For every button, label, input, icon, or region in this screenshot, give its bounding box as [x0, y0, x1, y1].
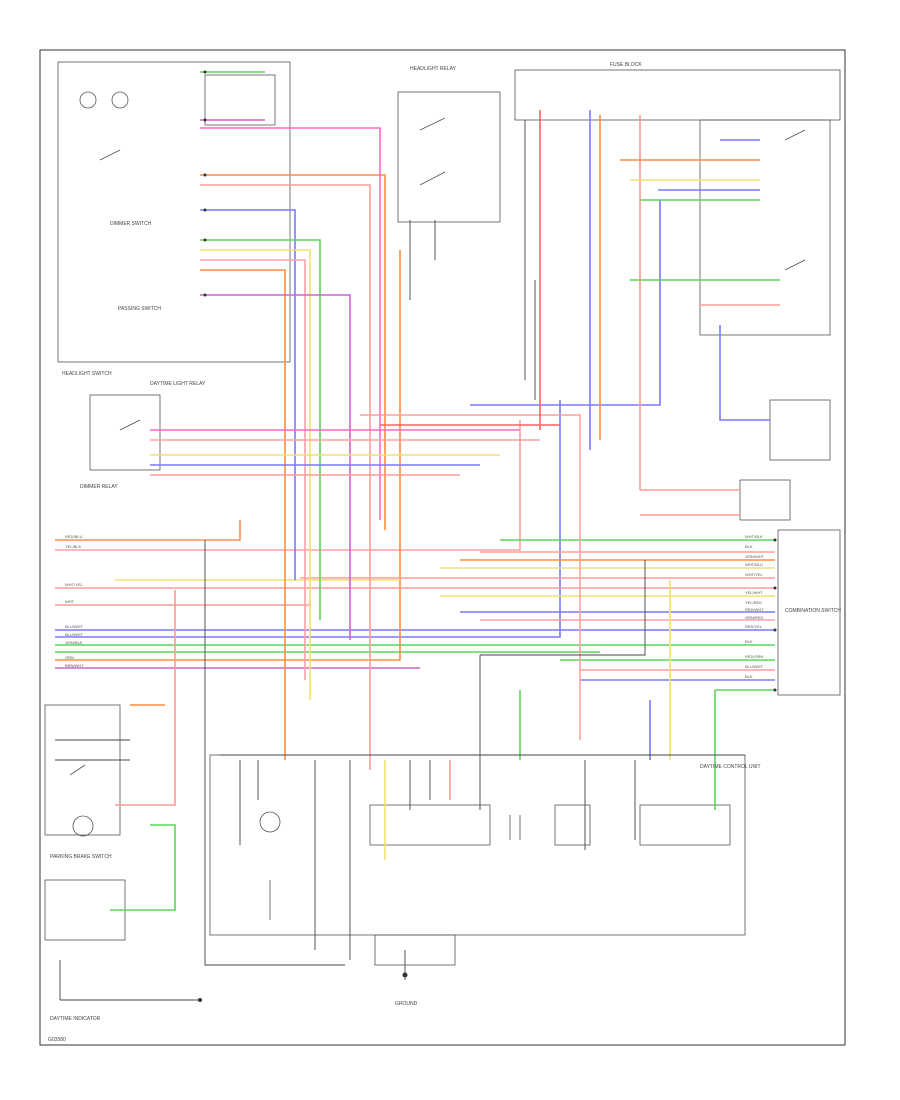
label-ground: GROUND [395, 1001, 418, 1007]
connector-dots [198, 70, 777, 1002]
svg-text:WHT/YEL: WHT/YEL [745, 572, 764, 577]
wires [55, 71, 780, 911]
svg-text:BLU/WHT: BLU/WHT [745, 664, 764, 669]
svg-text:YEL/WHT: YEL/WHT [745, 590, 763, 595]
black-circuit-lines [55, 120, 745, 1001]
svg-text:WHT/BLU: WHT/BLU [745, 562, 763, 567]
diagram-border [39, 49, 846, 1046]
svg-text:BLK: BLK [745, 639, 753, 644]
right-wire-labels: WHT/BLK BLK GRN/WHT WHT/BLU WHT/YEL YEL/… [745, 534, 765, 679]
svg-text:WHT/YEL: WHT/YEL [65, 582, 84, 587]
svg-text:WHT: WHT [65, 599, 75, 604]
label-headlight-switch: HEADLIGHT SWITCH [62, 371, 112, 377]
svg-text:BLK: BLK [745, 544, 753, 549]
svg-text:GRN/RED: GRN/RED [745, 615, 764, 620]
label-fuse-block: FUSE BLOCK [610, 62, 642, 68]
svg-text:BLU/WHT: BLU/WHT [65, 632, 84, 637]
svg-text:RED/BLU: RED/BLU [65, 534, 82, 539]
svg-text:GRN/BLK: GRN/BLK [65, 640, 83, 645]
label-daytime-indicator: DAYTIME INDICATOR [50, 1016, 101, 1022]
svg-text:RED/GRN: RED/GRN [745, 654, 764, 659]
label-daytime-control-unit: DAYTIME CONTROL UNIT [700, 764, 761, 770]
svg-text:BLK: BLK [745, 674, 753, 679]
svg-text:GRN/WHT: GRN/WHT [745, 554, 765, 559]
footer-code: G03580 [48, 1037, 66, 1043]
label-dimmer-switch: DIMMER SWITCH [110, 221, 152, 227]
svg-text:YEL/BLK: YEL/BLK [65, 544, 82, 549]
svg-text:RED/WHT: RED/WHT [745, 607, 764, 612]
label-passing-switch: PASSING SWITCH [118, 306, 161, 312]
label-daytime-light-relay: DAYTIME LIGHT RELAY [150, 381, 206, 387]
switch-symbols [69, 91, 806, 920]
label-dimmer-relay: DIMMER RELAY [80, 484, 118, 490]
svg-text:WHT/BLK: WHT/BLK [745, 534, 763, 539]
left-wire-labels: RED/BLU YEL/BLK WHT/YEL WHT BLU/WHT BLU/… [65, 534, 84, 668]
label-parking-brake-switch: PARKING BRAKE SWITCH [50, 854, 112, 860]
label-headlight-relay: HEADLIGHT RELAY [410, 66, 457, 72]
svg-text:BRN/WHT: BRN/WHT [65, 663, 84, 668]
svg-text:YEL/RED: YEL/RED [745, 600, 762, 605]
svg-text:BLU/WHT: BLU/WHT [65, 624, 84, 629]
svg-text:RED/YEL: RED/YEL [745, 624, 763, 629]
svg-text:ORN: ORN [65, 655, 74, 660]
label-combination-switch: COMBINATION SWITCH [785, 608, 841, 614]
component-outlines [44, 61, 841, 966]
